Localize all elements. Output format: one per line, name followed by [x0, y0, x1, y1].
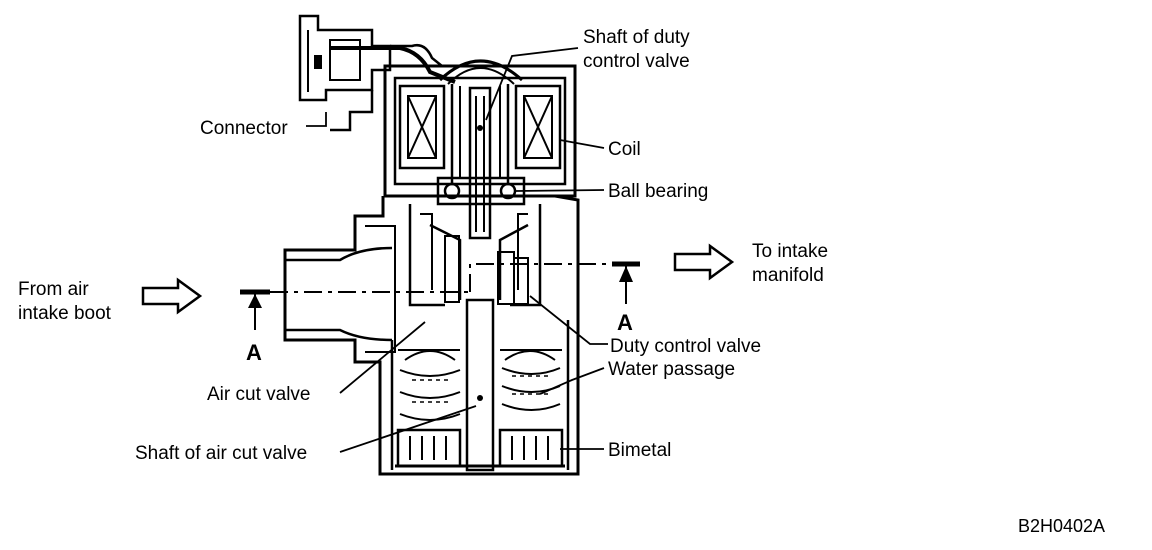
- air-cut-shaft: [465, 298, 495, 472]
- label-connector: Connector: [200, 118, 288, 139]
- label-to-intake-line2: manifold: [752, 265, 824, 286]
- flow-arrow-in: [141, 277, 203, 315]
- label-shaft-air-cut: Shaft of air cut valve: [135, 443, 307, 464]
- label-ball-bearing: Ball bearing: [608, 181, 708, 202]
- label-air-cut-valve: Air cut valve: [207, 384, 310, 405]
- leader-lines: [306, 47, 608, 453]
- label-duty-control-valve: Duty control valve: [610, 336, 761, 357]
- label-water-passage: Water passage: [608, 359, 735, 380]
- connector-part: [298, 14, 490, 132]
- section-mark-left: A: [246, 340, 262, 365]
- label-to-intake-line1: To intake: [752, 241, 828, 262]
- figure-code: B2H0402A: [1018, 516, 1105, 536]
- section-line-aa: [240, 261, 640, 330]
- coil-housing: [383, 59, 577, 198]
- flow-arrow-out: [673, 243, 735, 281]
- label-coil: Coil: [608, 139, 641, 160]
- label-shaft-duty-line2: control valve: [583, 51, 690, 72]
- section-mark-right: A: [617, 310, 633, 335]
- label-from-air-line1: From air: [18, 279, 89, 300]
- duty-valve-shaft: [468, 86, 492, 240]
- label-bimetal: Bimetal: [608, 440, 671, 461]
- label-shaft-duty-line1: Shaft of duty: [583, 27, 690, 48]
- valve-body: [283, 194, 580, 476]
- label-from-air-line2: intake boot: [18, 303, 112, 324]
